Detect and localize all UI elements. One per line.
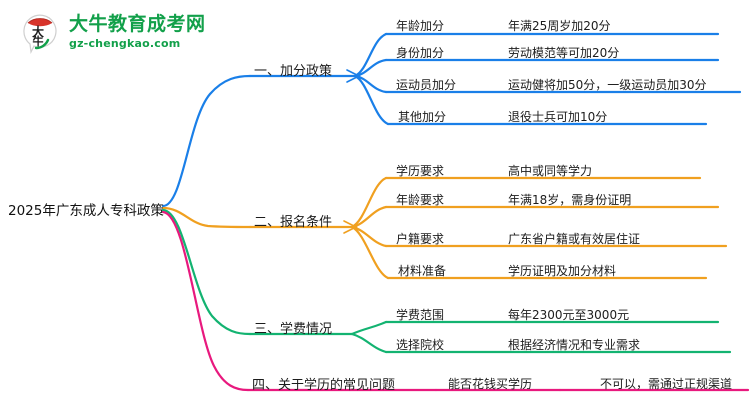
logo-brand-cn: 大牛教育成考网 (69, 13, 206, 35)
branch-node-2[interactable]: 二、报名条件 (254, 215, 333, 230)
branch-4-child-value-0[interactable]: 不可以，需通过正规渠道 (600, 377, 733, 391)
branch-1-child-label-0[interactable]: 年龄加分 (396, 19, 445, 33)
branch-2-child-label-0[interactable]: 学历要求 (396, 164, 445, 178)
logo-emblem-icon: 大 牛 (18, 10, 62, 55)
branch-node-4[interactable]: 四、关于学历的常见问题 (252, 378, 396, 393)
branch-1-child-label-3[interactable]: 其他加分 (398, 110, 447, 124)
branch-3-child-label-1[interactable]: 选择院校 (396, 338, 445, 352)
branch-1-child-label-1[interactable]: 身份加分 (396, 46, 445, 60)
logo-brand-en: gz-chengkao.com (69, 37, 181, 50)
branch-node-1[interactable]: 一、加分政策 (254, 64, 333, 79)
mindmap-root-node[interactable]: 2025年广东成人专科政策 (8, 203, 164, 219)
branch-3-child-value-0[interactable]: 每年2300元至3000元 (508, 308, 630, 322)
svg-text:牛: 牛 (33, 34, 44, 48)
branch-1-child-value-2[interactable]: 运动健将加50分，一级运动员加30分 (508, 78, 707, 92)
branch-1-child-value-1[interactable]: 劳动模范等可加20分 (508, 46, 620, 60)
branch-2-child-label-1[interactable]: 年龄要求 (396, 193, 445, 207)
branch-1-child-value-0[interactable]: 年满25周岁加20分 (508, 19, 611, 33)
branch-2-child-value-1[interactable]: 年满18岁，需身份证明 (508, 193, 632, 207)
branch-3-child-label-0[interactable]: 学费范围 (396, 308, 445, 322)
branch-2-child-value-0[interactable]: 高中或同等学力 (508, 164, 593, 178)
site-logo: 大 牛 大牛教育成考网 gz-chengkao.com (18, 10, 206, 55)
svg-text:大: 大 (32, 24, 44, 39)
branch-node-3[interactable]: 三、学费情况 (254, 322, 333, 337)
branch-1-child-label-2[interactable]: 运动员加分 (396, 78, 457, 92)
branch-4-child-label-0[interactable]: 能否花钱买学历 (448, 377, 533, 391)
branch-2-child-value-2[interactable]: 广东省户籍或有效居住证 (508, 232, 641, 246)
branch-2-child-label-3[interactable]: 材料准备 (398, 264, 447, 278)
branch-2-child-value-3[interactable]: 学历证明及加分材料 (508, 264, 617, 278)
branch-2-child-label-2[interactable]: 户籍要求 (396, 232, 445, 246)
branch-1-child-value-3[interactable]: 退役士兵可加10分 (508, 110, 608, 124)
branch-3-child-value-1[interactable]: 根据经济情况和专业需求 (508, 338, 641, 352)
